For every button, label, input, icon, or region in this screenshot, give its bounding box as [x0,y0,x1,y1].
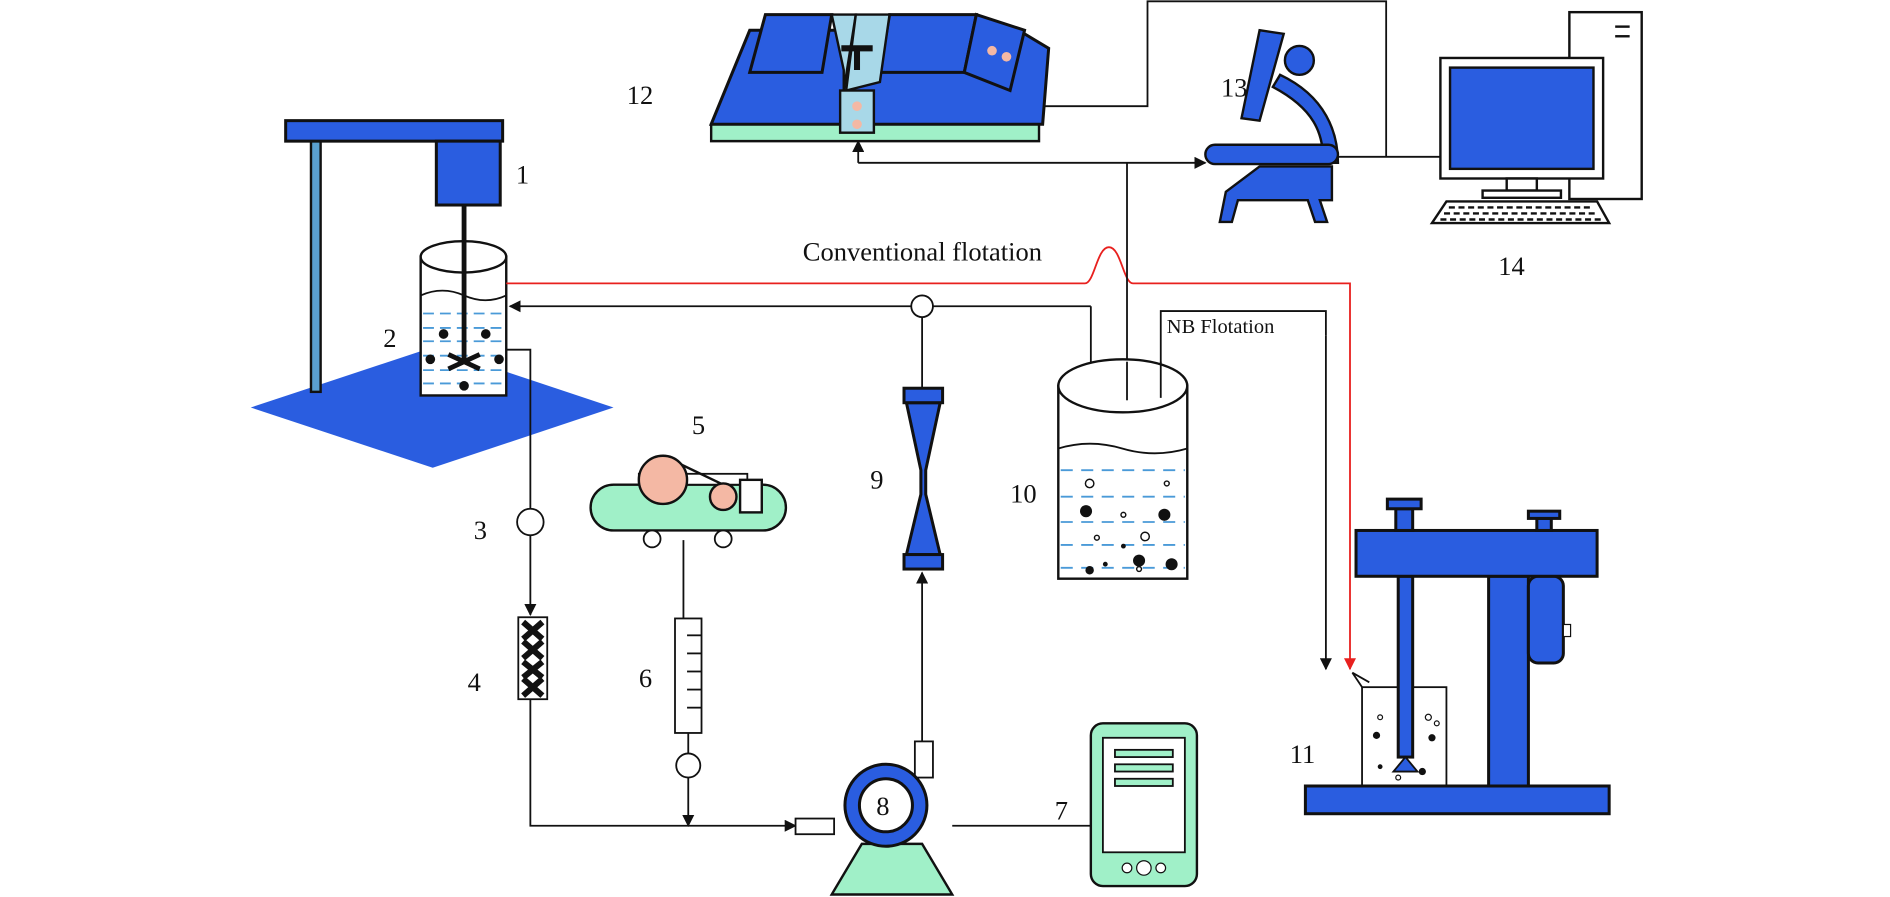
beaker-2 [419,205,508,397]
label-3: 3 [474,515,487,545]
label-14: 14 [1498,251,1525,281]
gas-flowmeter-6 [674,617,703,734]
label-2: 2 [383,323,396,353]
air-compressor-5 [589,454,788,549]
pump-8 [794,740,955,896]
valve-6 [675,752,702,779]
label-11: 11 [1290,739,1316,769]
bubble-analyzer-12 [708,12,1051,143]
label-10: 10 [1010,479,1036,509]
nanobubble-tank-10 [1057,358,1189,580]
label-5: 5 [692,410,705,440]
conventional-flotation-label: Conventional flotation [803,236,1042,266]
label-13: 13 [1221,73,1248,103]
label-1: 1 [516,159,529,189]
label-8: 8 [876,791,889,821]
label-4: 4 [468,667,481,697]
flotation-machine-11 [1303,497,1611,816]
valve-3 [516,507,545,537]
label-9: 9 [870,464,883,494]
label-12: 12 [627,80,654,110]
label-6: 6 [639,663,652,693]
valve-top [910,294,934,319]
operator-13 [1204,28,1340,224]
nanobubble-generator-9 [902,386,945,571]
frequency-controller-7 [1089,722,1199,888]
nb-flotation-label: NB Flotation [1167,316,1275,338]
overhead-stirrer [250,119,614,468]
label-7: 7 [1055,796,1068,826]
computer-14 [1429,10,1643,225]
filter-4 [517,616,549,701]
conventional-flotation-path [506,246,1357,671]
